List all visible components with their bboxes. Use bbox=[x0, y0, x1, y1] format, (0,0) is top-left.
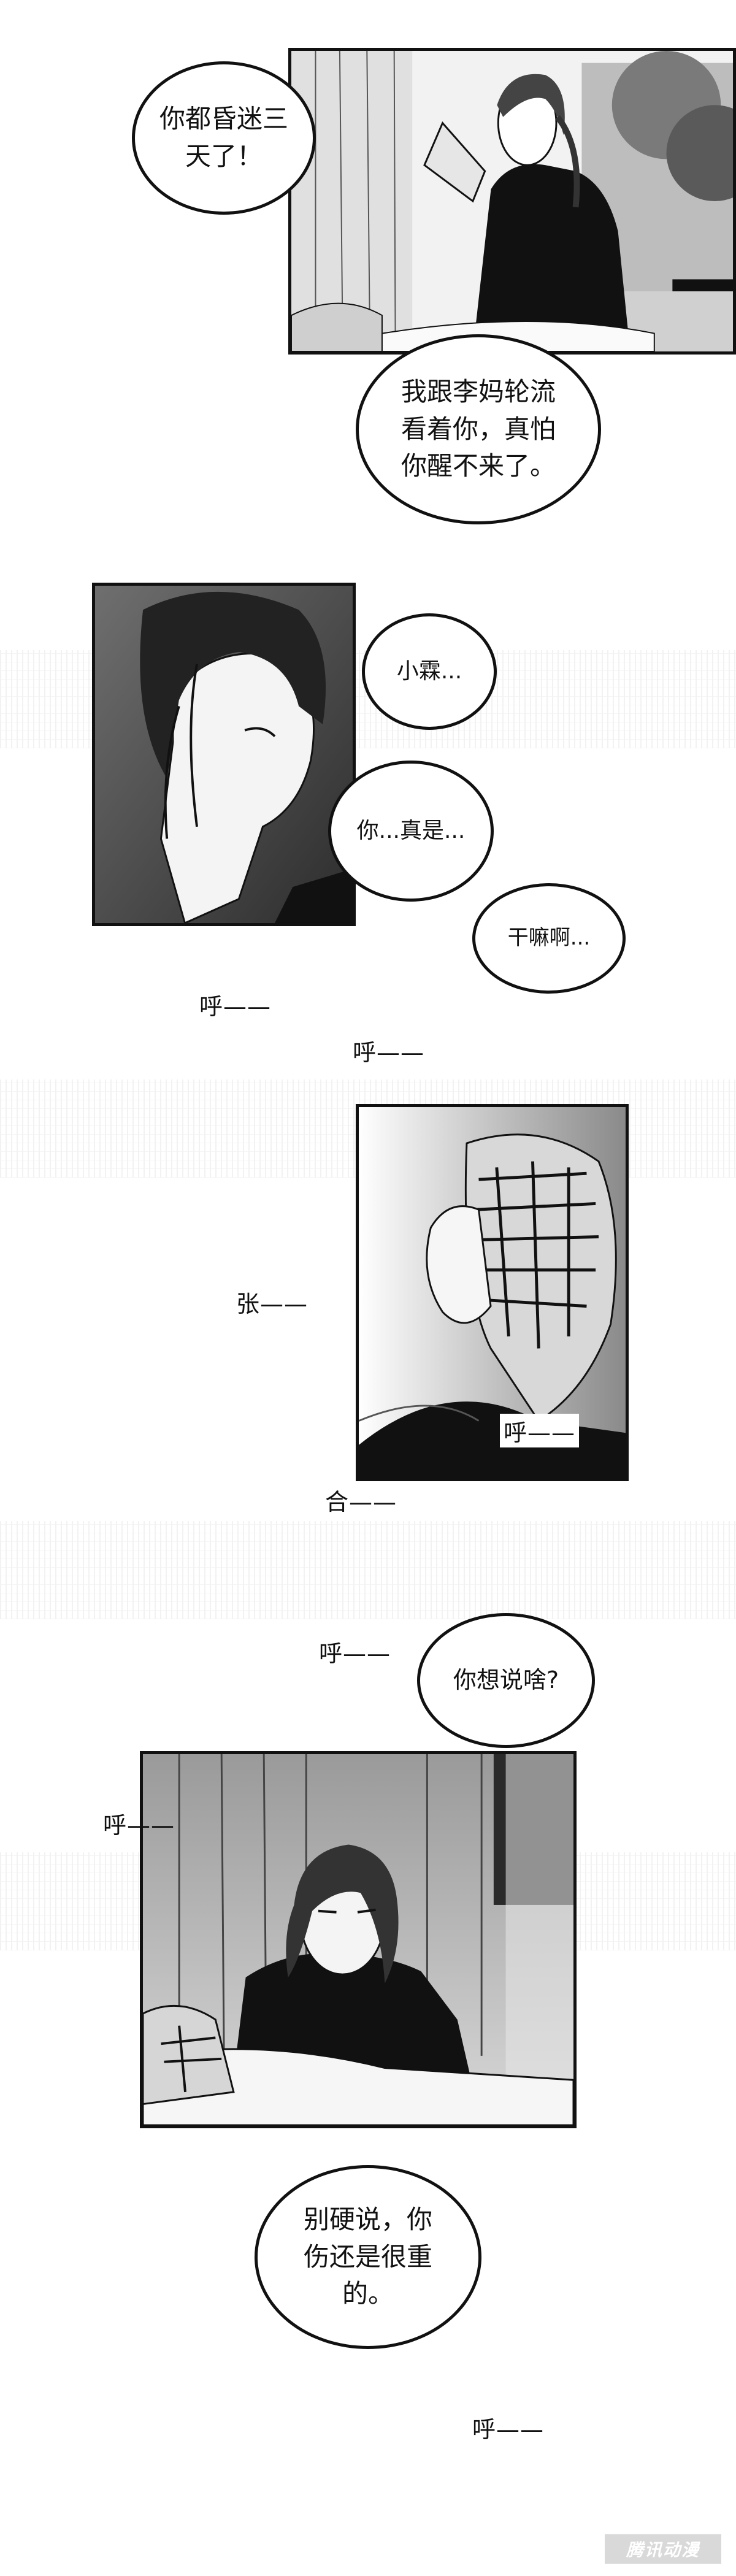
speech-bubble-6: 你想说啥? bbox=[417, 1613, 595, 1748]
panel-3 bbox=[356, 1104, 629, 1481]
watermark-text: 腾讯动漫 bbox=[626, 2540, 700, 2560]
sound-effect-text-1: 呼—— bbox=[199, 993, 272, 1020]
sound-effect-4: 呼—— bbox=[500, 1414, 580, 1447]
speech-bubble-4: 你...真是... bbox=[328, 761, 494, 902]
sound-effect-text-3: 张—— bbox=[236, 1290, 309, 1317]
sound-effect-text-4: 呼—— bbox=[504, 1419, 576, 1446]
speech-bubble-5: 干嘛啊... bbox=[472, 883, 626, 994]
sound-effect-7: 呼—— bbox=[103, 1806, 175, 1840]
sound-effect-6: 呼—— bbox=[319, 1635, 391, 1668]
speech-text-1: 你都昏迷三 天了！ bbox=[159, 104, 288, 171]
paper-texture bbox=[0, 1521, 736, 1619]
sound-effect-text-7: 呼—— bbox=[103, 1812, 175, 1839]
panel-1 bbox=[288, 48, 736, 355]
speech-bubble-7: 别硬说，你 伤还是很重 的。 bbox=[255, 2165, 481, 2349]
speech-bubble-1: 你都昏迷三 天了！ bbox=[132, 61, 316, 215]
sound-effect-8: 呼—— bbox=[472, 2410, 544, 2444]
panel-3-art bbox=[359, 1107, 626, 1478]
speech-text-6: 你想说啥? bbox=[453, 1666, 559, 1694]
sound-effect-3: 张—— bbox=[236, 1285, 308, 1319]
panel-1-art bbox=[291, 51, 733, 351]
speech-bubble-3: 小霖... bbox=[362, 613, 497, 730]
speech-text-7: 别硬说，你 伤还是很重 的。 bbox=[303, 2204, 432, 2309]
sound-effect-text-6: 呼—— bbox=[319, 1640, 391, 1667]
speech-text-5: 干嘛啊... bbox=[507, 926, 591, 951]
sound-effect-text-5: 合—— bbox=[325, 1489, 397, 1516]
sound-effect-text-8: 呼—— bbox=[472, 2416, 545, 2443]
sound-effect-1: 呼—— bbox=[199, 987, 271, 1021]
speech-bubble-2: 我跟李妈轮流 看着你，真怕 你醒不来了。 bbox=[356, 334, 601, 524]
panel-2 bbox=[92, 583, 356, 926]
speech-text-3: 小霖... bbox=[396, 658, 462, 684]
panel-4 bbox=[140, 1751, 577, 2128]
watermark-logo: 腾讯动漫 bbox=[605, 2534, 721, 2564]
speech-text-4: 你...真是... bbox=[356, 818, 466, 843]
sound-effect-2: 呼—— bbox=[353, 1033, 424, 1067]
sound-effect-5: 合—— bbox=[325, 1483, 397, 1517]
panel-2-art bbox=[95, 586, 353, 923]
speech-text-2: 我跟李妈轮流 看着你，真怕 你醒不来了。 bbox=[401, 376, 556, 481]
panel-4-art bbox=[143, 1754, 573, 2125]
sound-effect-text-2: 呼—— bbox=[353, 1039, 425, 1066]
